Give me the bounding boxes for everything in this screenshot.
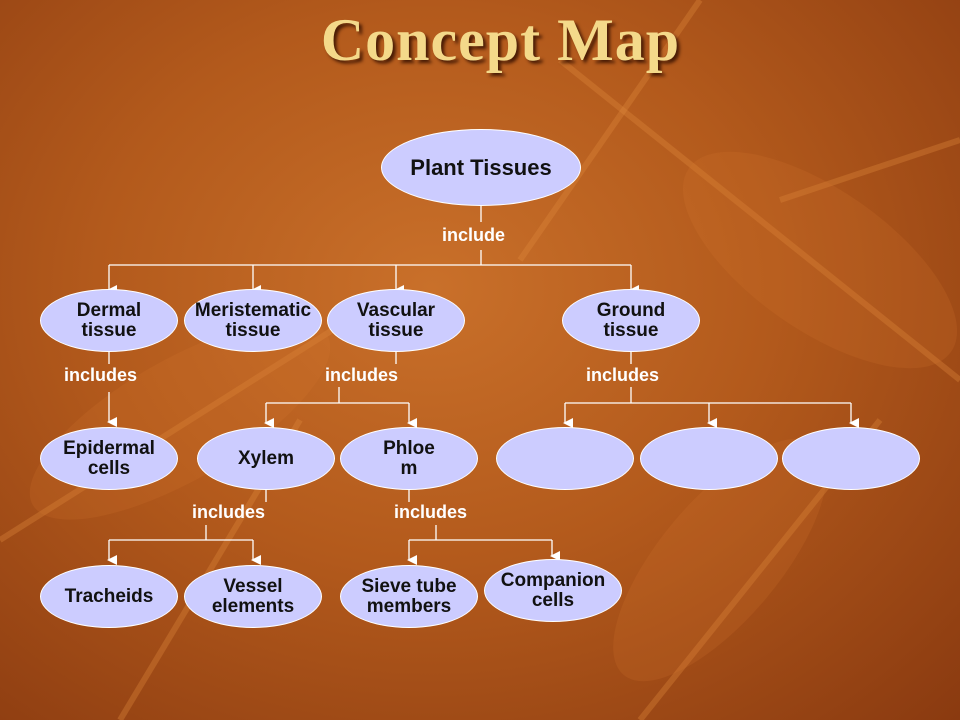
link-label-vascular-includes: includes [325,365,399,385]
node-ground-blank-3 [782,427,920,490]
node-sieve-tube-members-line-2: members [366,595,452,617]
node-plant-tissues-line-1: Plant Tissues [410,154,552,180]
node-ground-tissue-line-2: tissue [603,319,659,341]
node-companion-cells-line-2: cells [531,589,575,611]
node-tracheids: Tracheids [40,565,178,628]
node-ground-tissue-line-1: Ground [596,299,666,321]
node-epidermal-cells-line-2: cells [87,457,131,479]
node-meristematic-tissue-line-1: Meristematic [194,299,312,321]
link-label-xylem-includes: includes [192,502,266,522]
page-title: Concept Map [320,7,681,73]
node-vessel-elements-line-1: Vessel [223,575,283,597]
node-tracheids-line-1: Tracheids [64,585,154,607]
node-phloem-line-2: m [400,457,418,479]
node-ground-blank-2 [640,427,778,490]
node-vessel-elements-line-2: elements [211,595,295,617]
node-xylem: Xylem [197,427,335,490]
node-epidermal-cells-line-1: Epidermal [63,437,155,459]
node-meristematic-tissue-line-2: tissue [225,319,281,341]
node-ground-blank-1 [496,427,634,490]
node-dermal-tissue-line-1: Dermal [76,299,142,321]
link-label-ground-includes: includes [586,365,660,385]
link-label-dermal-includes: includes [64,365,138,385]
node-plant-tissues: Plant Tissues [381,129,581,206]
node-sieve-tube-members-line-1: Sieve tube [361,575,457,597]
node-dermal-tissue-line-2: tissue [81,319,137,341]
link-label-include: include [442,225,506,245]
node-phloem-line-1: Phloe [383,437,435,459]
node-xylem-line-1: Xylem [238,447,294,469]
node-vascular-tissue-line-1: Vascular [356,299,436,321]
node-vascular-tissue-line-2: tissue [368,319,424,341]
node-companion-cells-line-1: Companion [500,569,606,591]
link-label-phloem-includes: includes [394,502,468,522]
